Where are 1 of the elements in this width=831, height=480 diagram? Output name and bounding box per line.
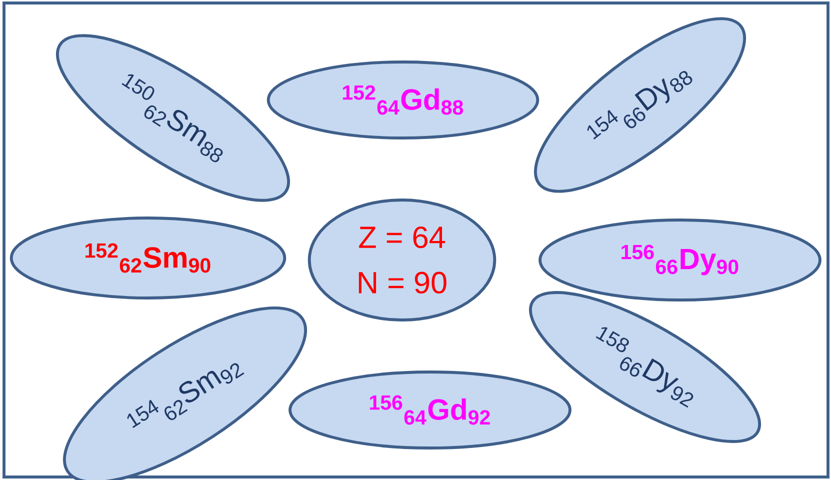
node-label: 158$_{66}$Dy$_{92}$ (596, 327, 694, 408)
